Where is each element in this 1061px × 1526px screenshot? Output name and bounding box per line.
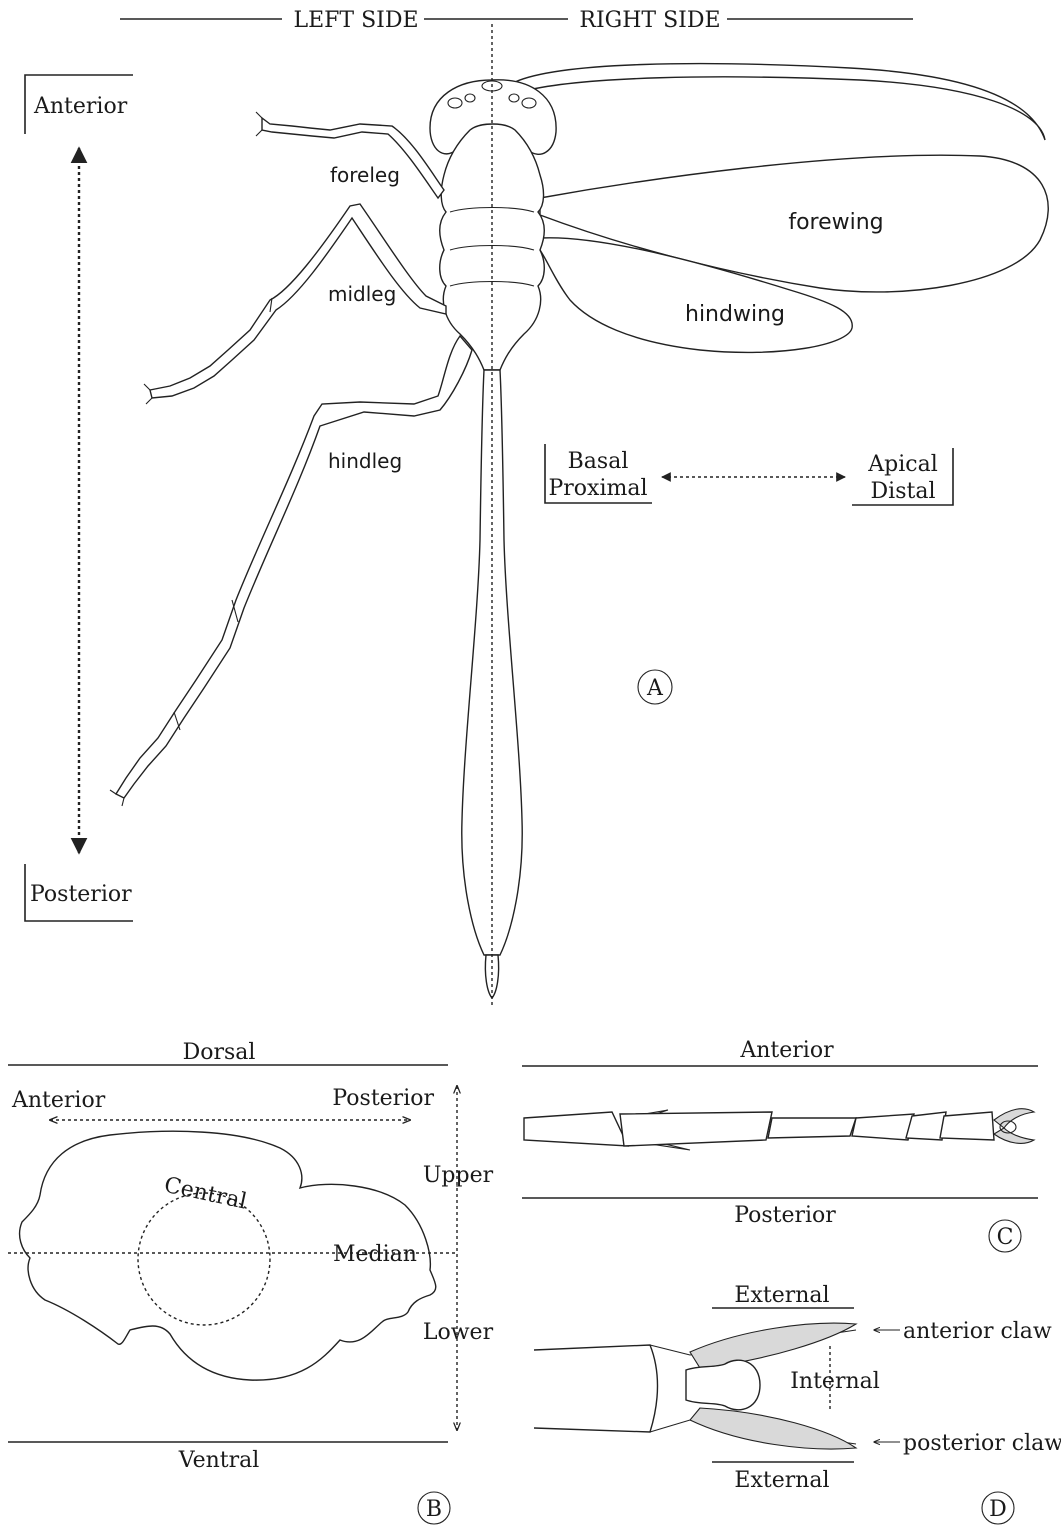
panel-c-letter: C (997, 1225, 1014, 1250)
side-header: LEFT SIDE RIGHT SIDE (120, 8, 913, 33)
median-label: Median (333, 1242, 417, 1267)
foreleg-label: foreleg (330, 163, 400, 187)
hindleg-label: hindleg (328, 449, 402, 473)
panel-b-letter: B (426, 1497, 442, 1522)
panel-c: Anterior Posterior C (522, 1038, 1038, 1252)
posterior-label: Posterior (30, 882, 132, 907)
basal-apical-axis: Basal Proximal Apical Distal (545, 444, 953, 505)
ventral-label: Ventral (178, 1448, 260, 1473)
panel-a-letter: A (646, 676, 664, 701)
forewing-label: forewing (788, 210, 883, 235)
internal-label: Internal (790, 1369, 880, 1394)
anterior-label-c: Anterior (739, 1038, 834, 1063)
right-side-label: RIGHT SIDE (579, 8, 720, 33)
posterior-label-c: Posterior (734, 1203, 836, 1228)
dorsal-label: Dorsal (183, 1040, 256, 1065)
antenna (515, 64, 1045, 140)
upper-label: Upper (423, 1163, 494, 1188)
distal-label: Distal (871, 479, 936, 504)
apical-label: Apical (867, 452, 937, 477)
anterior-label: Anterior (33, 94, 128, 119)
panel-d: External External Internal anterior claw… (534, 1283, 1061, 1524)
panel-a: LEFT SIDE RIGHT SIDE Anterior Posterior (25, 8, 1048, 1008)
left-side-label: LEFT SIDE (293, 8, 418, 33)
anterior-label-b: Anterior (11, 1088, 106, 1113)
tarsus-dorsal (524, 1109, 1034, 1150)
posterior-label-b: Posterior (332, 1086, 434, 1111)
panel-d-letter: D (989, 1497, 1007, 1522)
basal-label: Basal (568, 449, 629, 474)
hindwing-label: hindwing (685, 302, 785, 327)
posterior-claw-label: posterior claw (903, 1431, 1061, 1456)
anterior-claw-label: anterior claw (903, 1319, 1052, 1344)
hindleg-shape (116, 336, 472, 798)
external-top-label: External (734, 1283, 829, 1308)
lower-label: Lower (423, 1320, 494, 1345)
midleg-label: midleg (328, 282, 396, 306)
panel-b: Dorsal Ventral Anterior Posterior Upper … (8, 1040, 494, 1524)
external-bottom-label: External (734, 1468, 829, 1493)
proximal-label: Proximal (548, 476, 647, 501)
midleg-shape (150, 204, 446, 398)
